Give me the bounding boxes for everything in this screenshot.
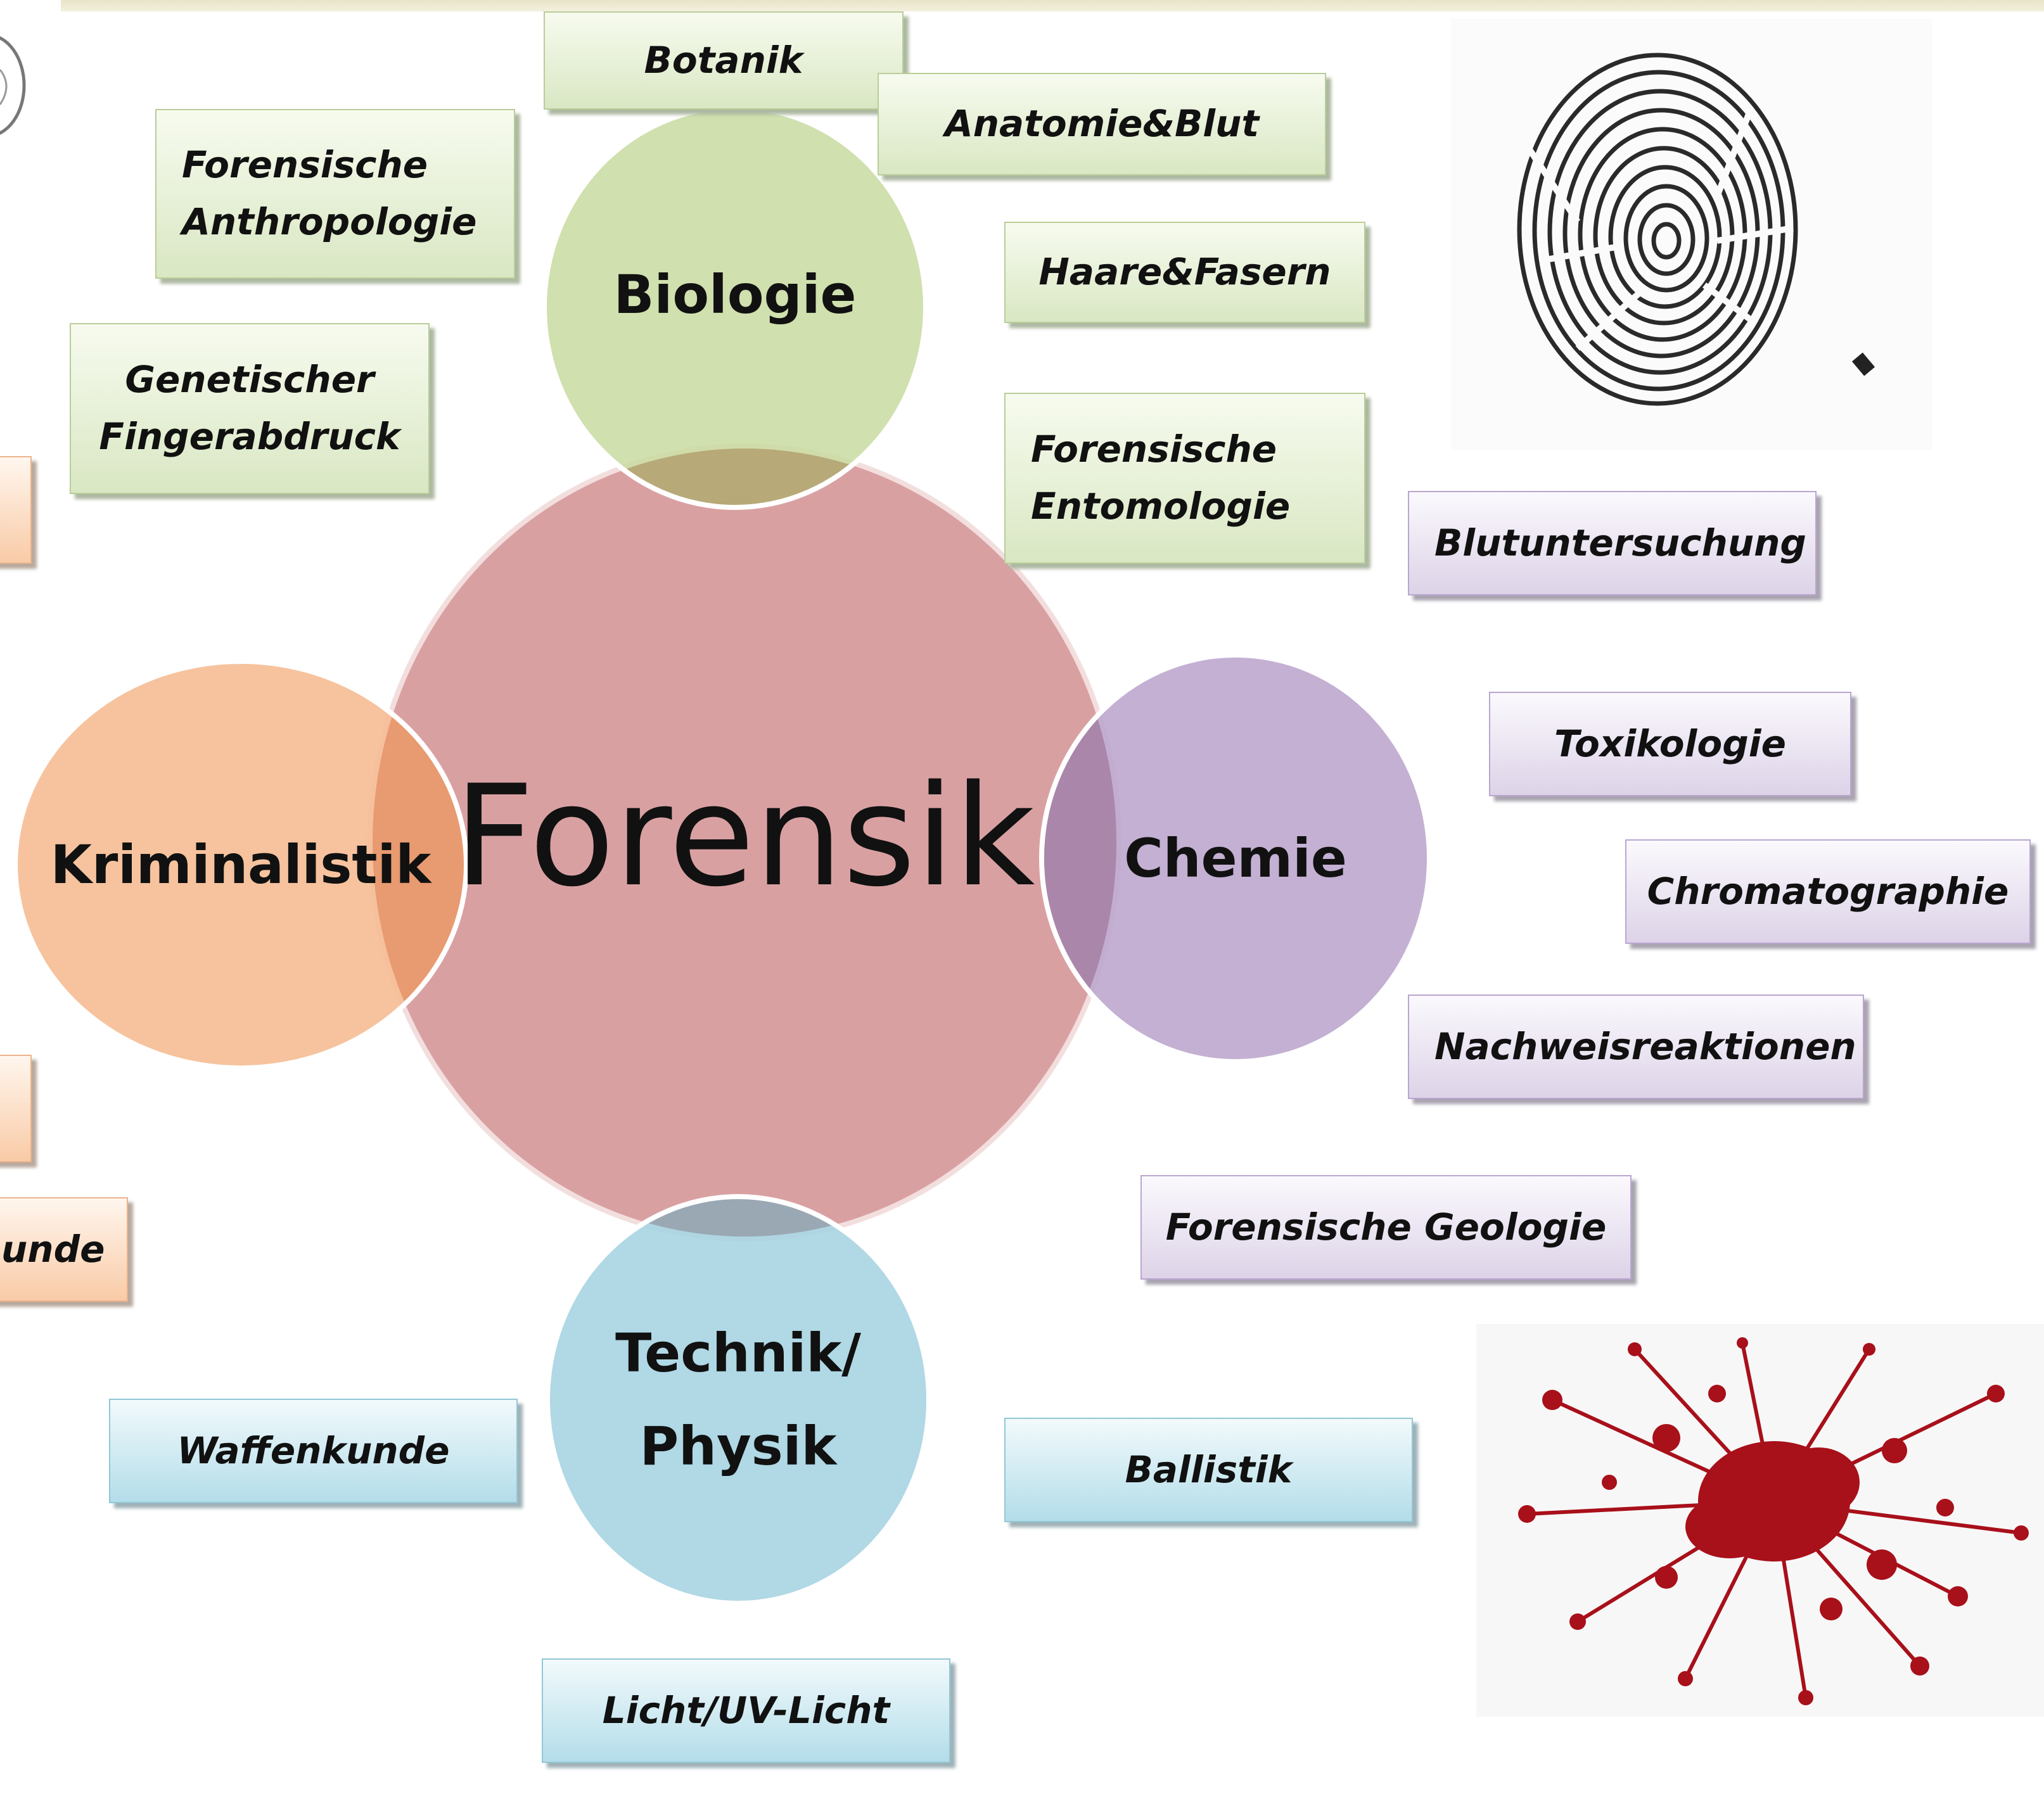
technik-label: Technik/ <box>615 1322 861 1384</box>
biologie-label: Biologie <box>613 264 857 326</box>
haare-fasern-box: Haare&Fasern <box>1004 222 1365 323</box>
blutuntersuchung-box: Blutuntersuchung <box>1408 491 1817 595</box>
kriminalistik-topic-box-2 <box>0 1055 32 1162</box>
kriminalistik-topic-label: unde <box>1 1227 105 1271</box>
anatomie-blut-box: Anatomie&Blut <box>878 73 1326 175</box>
nachweisreaktionen-box: Nachweisreaktionen <box>1408 995 1864 1099</box>
forensik-label: Forensik <box>454 755 1035 917</box>
licht-uv-box: Licht/UV-Licht <box>542 1658 950 1763</box>
technik-physik-circle: Technik/ Physik <box>545 1194 931 1606</box>
entomologie-box: Forensische Entomologie <box>1004 393 1365 564</box>
botanik-box: Botanik <box>544 11 904 110</box>
chemie-label: Chemie <box>1124 827 1347 889</box>
forensische-geologie-box: Forensische Geologie <box>1140 1175 1632 1280</box>
kriminalistik-topic-box-1 <box>0 456 32 564</box>
waffenkunde-box: Waffenkunde <box>109 1399 518 1503</box>
fingerprint-image <box>1451 19 1932 450</box>
anthropologie-box: Forensische Anthropologie <box>155 109 515 279</box>
kriminalistik-topic-box-3: unde <box>0 1197 128 1302</box>
physik-label: Physik <box>639 1415 837 1477</box>
toxikologie-box: Toxikologie <box>1489 692 1851 796</box>
blood-splatter-image <box>1476 1324 2044 1717</box>
genetischer-fingerabdruck-box: Genetischer Fingerabdruck <box>70 323 430 494</box>
globe-icon <box>0 36 26 135</box>
chromatographie-box: Chromatographie <box>1625 839 2031 944</box>
top-bar <box>61 0 2044 11</box>
kriminalistik-label: Kriminalistik <box>50 834 431 896</box>
ballistik-box: Ballistik <box>1004 1418 1413 1522</box>
